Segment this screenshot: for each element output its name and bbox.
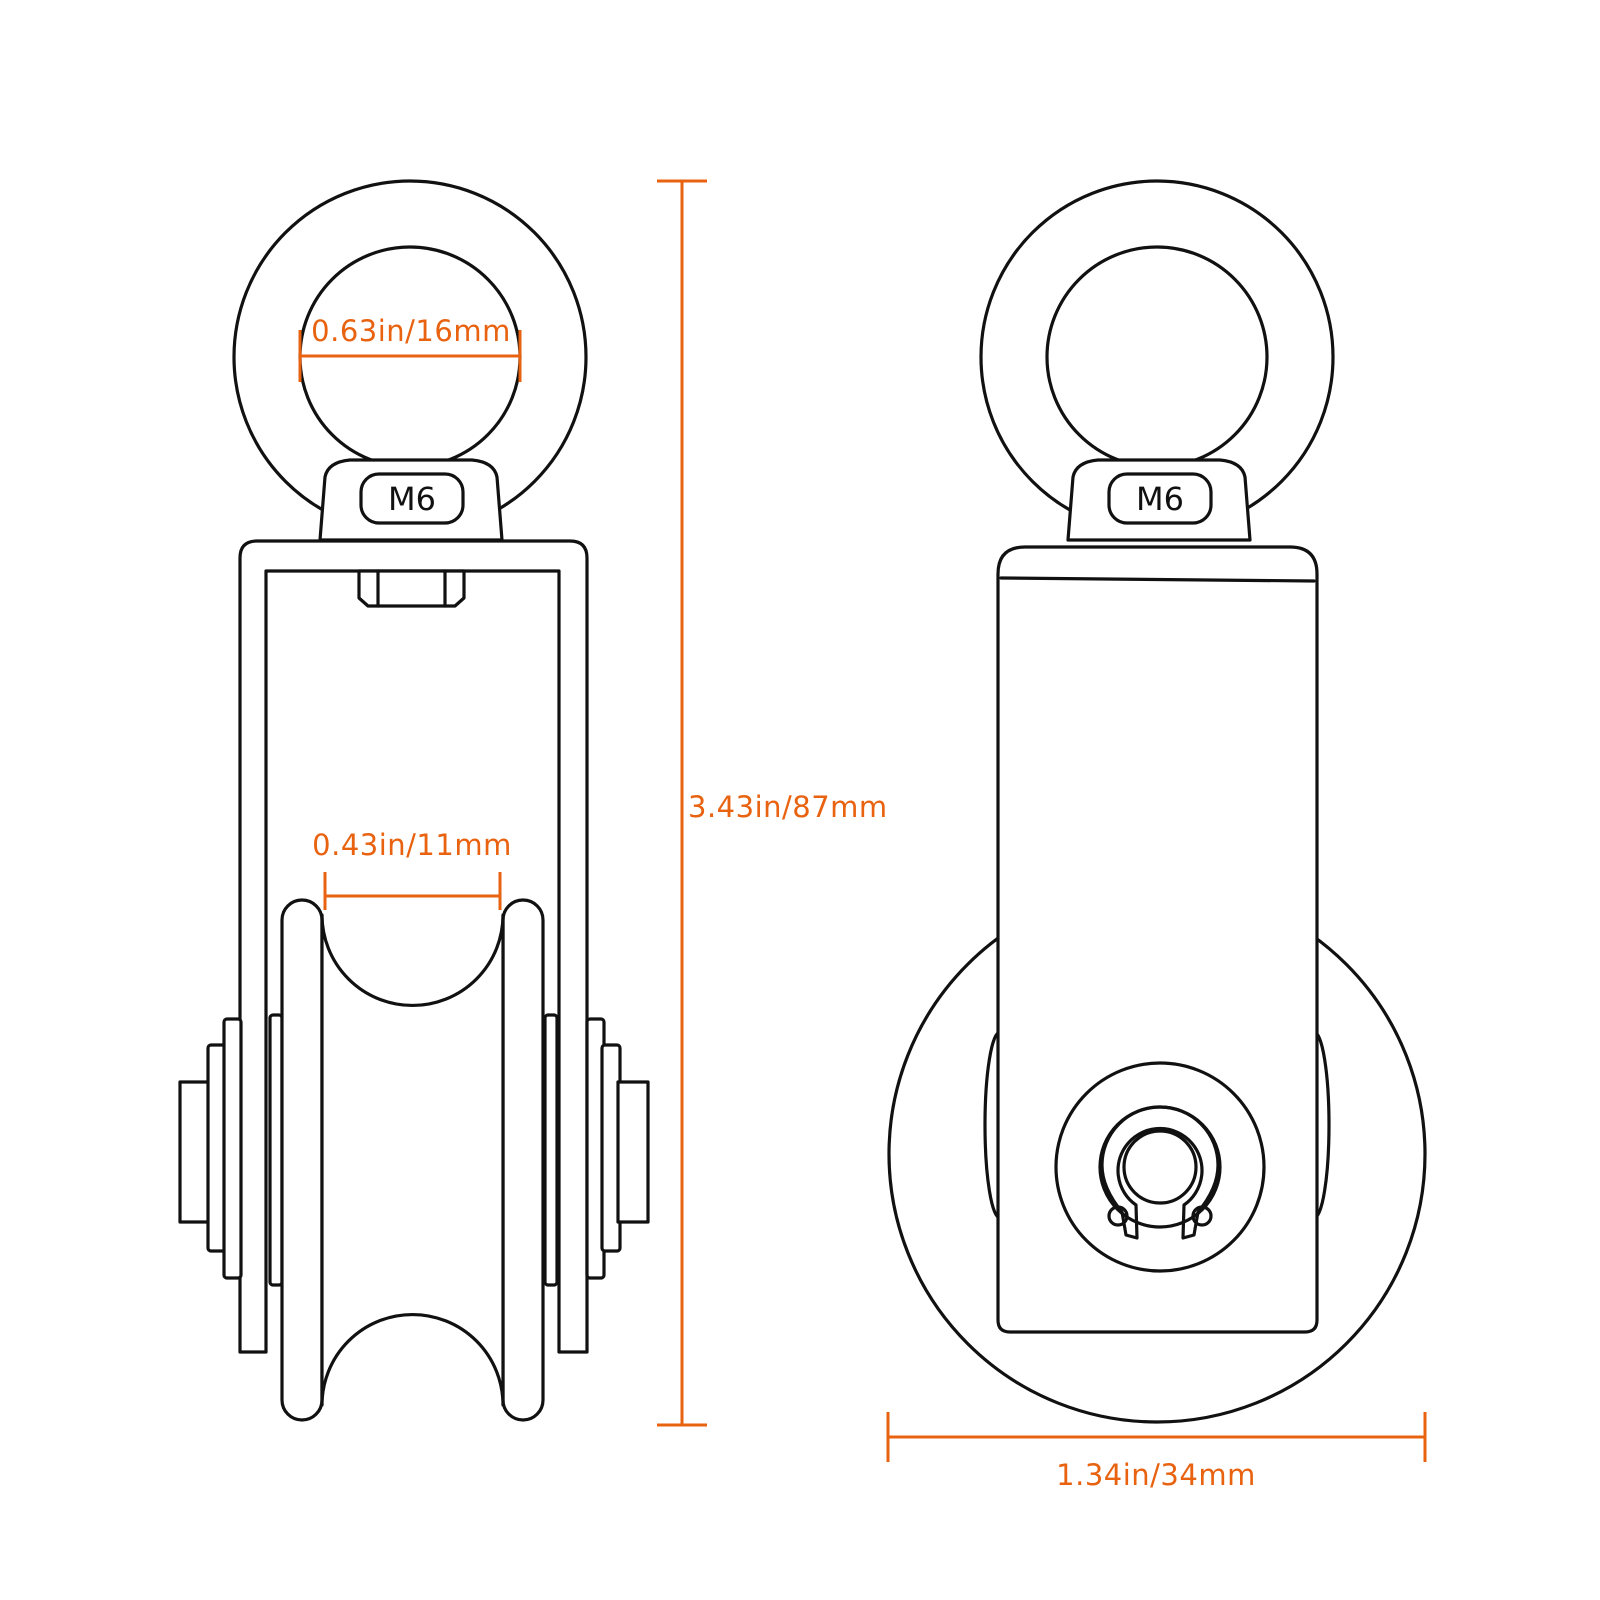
right-axle-boss bbox=[1054, 1061, 1266, 1273]
left-sheave bbox=[280, 898, 545, 1422]
dimension-wheel-width: 1.34in/34mm bbox=[886, 1412, 1427, 1492]
left-bracket bbox=[238, 539, 589, 1354]
ring-diameter-label: 0.63in/16mm bbox=[311, 314, 511, 348]
left-axle-right-stack bbox=[543, 1013, 650, 1287]
dimension-total-height: 3.43in/87mm bbox=[657, 179, 888, 1427]
dimension-ring-diameter: 0.63in/16mm bbox=[298, 314, 522, 382]
right-side-plate bbox=[996, 545, 1319, 1334]
right-view: M6 bbox=[887, 179, 1427, 1424]
left-swivel-marking: M6 bbox=[388, 480, 436, 518]
left-view: M6 bbox=[178, 179, 650, 1422]
dimension-groove-width: 0.43in/11mm bbox=[312, 828, 512, 910]
groove-width-label: 0.43in/11mm bbox=[312, 828, 512, 862]
total-height-label: 3.43in/87mm bbox=[688, 790, 888, 824]
right-swivel-cap: M6 bbox=[1066, 458, 1252, 542]
left-hex-nut bbox=[357, 569, 466, 608]
left-axle-left-stack bbox=[178, 1013, 284, 1287]
wheel-width-label: 1.34in/34mm bbox=[1056, 1458, 1256, 1492]
right-swivel-marking: M6 bbox=[1136, 480, 1184, 518]
retaining-clip bbox=[1100, 1105, 1220, 1240]
left-swivel-cap: M6 bbox=[318, 458, 504, 542]
